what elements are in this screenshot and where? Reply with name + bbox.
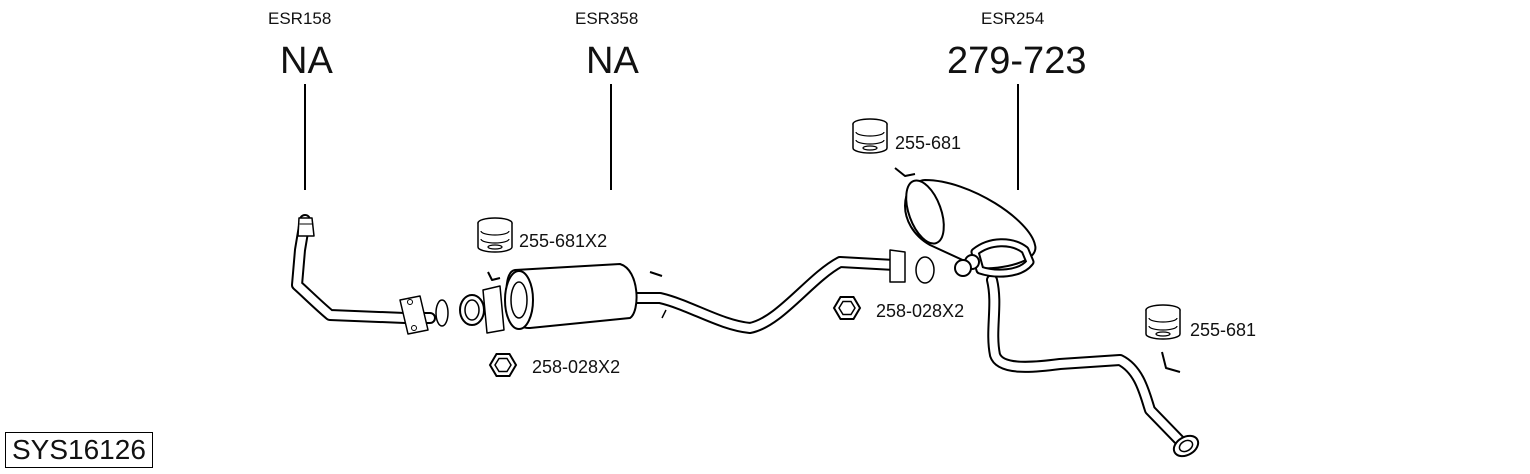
- part-number-2: NA: [586, 40, 639, 82]
- nut-label-left: 258-028X2: [532, 357, 621, 377]
- front-pipe: [291, 214, 449, 335]
- section-code-2: ESR358: [575, 9, 639, 28]
- part-number-1: NA: [280, 40, 333, 82]
- hanger-label-mid: 255-681X2: [519, 231, 608, 251]
- section-code-3: ESR254: [981, 9, 1045, 28]
- center-silencer: [482, 249, 935, 334]
- nut-icon-mid: [833, 296, 861, 320]
- section-code-1: ESR158: [268, 9, 332, 28]
- hanger-label-top: 255-681: [895, 133, 962, 153]
- hanger-icon-right: [1145, 304, 1181, 340]
- rear-silencer: [894, 167, 1200, 458]
- system-id-box: SYS16126: [5, 432, 153, 468]
- nut-label-mid: 258-028X2: [876, 301, 965, 321]
- hanger-icon-top: [852, 118, 888, 154]
- nut-icon-left: [489, 353, 517, 377]
- hanger-label-right: 255-681: [1190, 320, 1257, 340]
- hanger-icon-mid: [477, 217, 513, 253]
- gasket-ring: [459, 294, 485, 326]
- part-number-3: 279-723: [947, 40, 1087, 82]
